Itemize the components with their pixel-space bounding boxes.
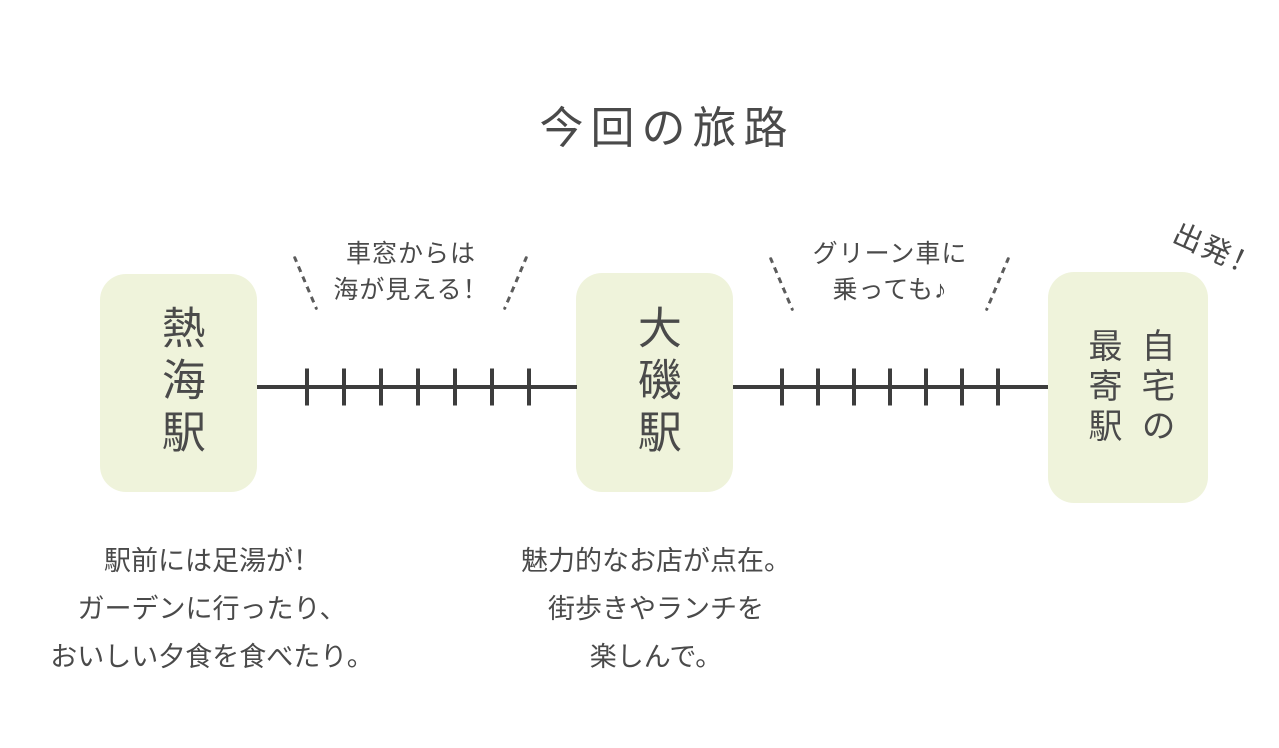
segment-note-sea-view: 車窓からは 海が見える！ xyxy=(333,240,489,304)
emphasis-dash-left-2 xyxy=(768,256,795,312)
rail-ties-1 xyxy=(305,368,531,406)
emphasis-dash-right-2 xyxy=(984,256,1011,312)
station-box-atami: 熱海駅 xyxy=(100,274,257,492)
station-description-oiso: 魅力的なお店が点在。 街歩きやランチを 楽しんで。 xyxy=(521,546,791,672)
station-name-atami: 熱海駅 xyxy=(154,305,204,461)
emphasis-dash-right-1 xyxy=(502,255,529,311)
rail-segment-1 xyxy=(257,368,577,406)
station-name-oiso: 大磯駅 xyxy=(630,304,680,461)
emphasis-dash-left-1 xyxy=(292,255,319,311)
page-title: 今回の旅路 xyxy=(539,104,795,153)
rail-segment-2 xyxy=(733,368,1048,406)
station-box-home-nearest: 自宅の 最寄駅 xyxy=(1048,272,1208,503)
segment-note-green-car: グリーン車に 乗っても♪ xyxy=(812,240,968,304)
station-description-atami: 駅前には足湯が！ ガーデンに行ったり、 おいしい夕食を食べたり。 xyxy=(50,546,374,672)
station-name-home-nearest: 自宅の 最寄駅 xyxy=(1083,327,1175,448)
station-box-oiso: 大磯駅 xyxy=(576,273,733,492)
rail-ties-2 xyxy=(780,368,1000,406)
